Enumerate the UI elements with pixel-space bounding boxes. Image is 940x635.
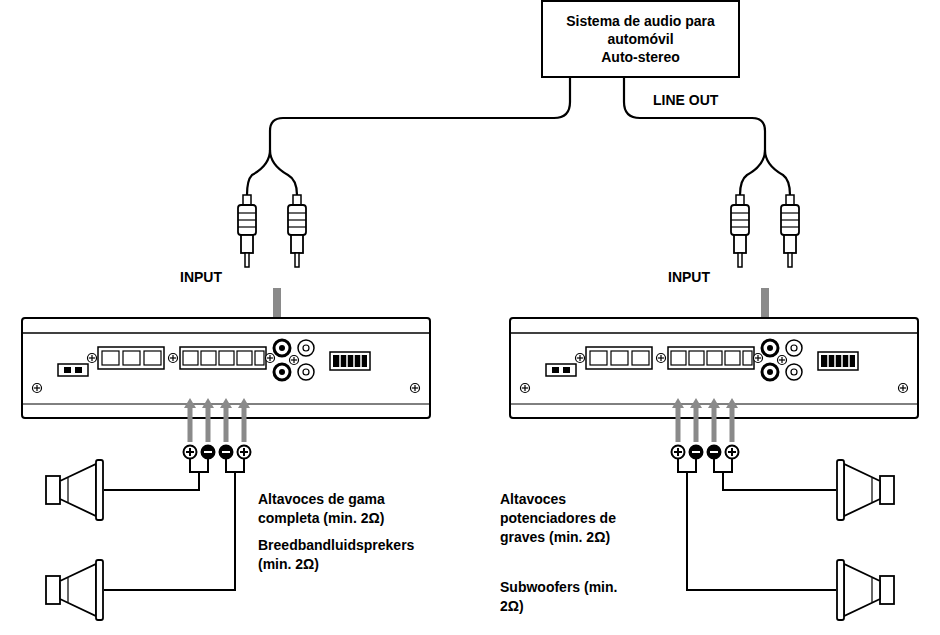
head-unit-box: Sistema de audio para automóvilAuto-ster… xyxy=(541,0,740,78)
signal-label: INPUT xyxy=(668,268,710,287)
speaker-label: Breedbandluidsprekers (min. 2Ω) xyxy=(258,536,438,574)
signal-label: LINE OUT xyxy=(653,91,718,110)
box-text: Auto-stereo xyxy=(601,48,680,66)
box-text: Sistema de audio para automóvil xyxy=(553,12,728,48)
signal-label: INPUT xyxy=(180,268,222,287)
speaker-label: Altavoces de gama completa (min. 2Ω) xyxy=(258,490,418,528)
speaker-label: Altavoces potenciadores de graves (min. … xyxy=(500,490,640,547)
speaker-label: Subwoofers (min. 2Ω) xyxy=(500,578,640,616)
